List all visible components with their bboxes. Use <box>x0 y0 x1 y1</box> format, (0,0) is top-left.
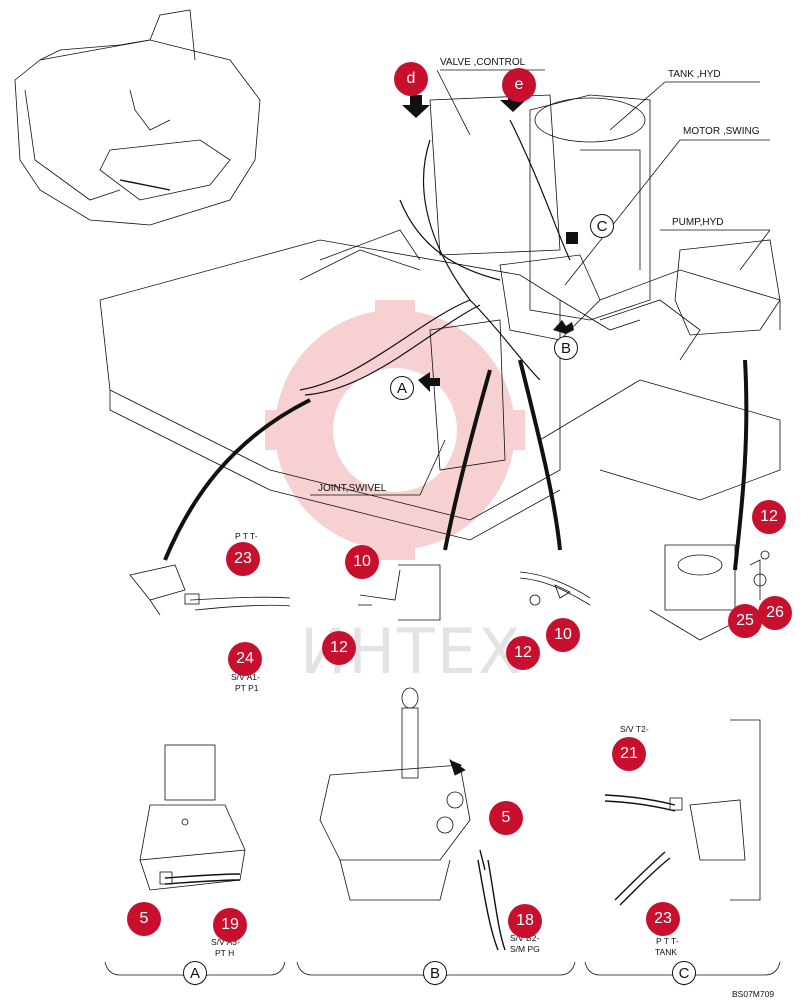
label-tank-hyd: TANK ,HYD <box>668 69 721 80</box>
view-marker-c: C <box>590 214 614 238</box>
label-sva1: S/V A1- <box>231 672 260 682</box>
detail-label-c: C <box>672 961 696 985</box>
view-marker-b: B <box>554 336 578 360</box>
label-pump-hyd: PUMP,HYD <box>672 217 724 228</box>
label-leaders <box>310 69 771 496</box>
detail-braces <box>104 961 781 987</box>
excavator-thumbnail <box>14 9 261 226</box>
label-pth: PT H <box>215 948 235 958</box>
label-valve-control: VALVE ,CONTROL <box>440 57 526 68</box>
label-svt2: S/V T2- <box>620 724 649 734</box>
callout-12-left: 12 <box>322 631 356 665</box>
callout-5-a: 5 <box>127 902 161 936</box>
detail-label-a: A <box>183 961 207 985</box>
insert-middle <box>358 564 591 621</box>
view-marker-a: A <box>390 376 414 400</box>
label-tank: TANK <box>655 947 678 957</box>
callout-18: 18 <box>508 904 542 938</box>
detail-a <box>139 744 246 891</box>
detail-b <box>319 687 506 951</box>
callout-23-upper: 23 <box>226 542 260 576</box>
detail-c <box>604 719 761 906</box>
callout-19: 19 <box>213 908 247 942</box>
callout-12-right: 12 <box>752 500 786 534</box>
callout-21: 21 <box>612 737 646 771</box>
label-sva3: S/V A3- <box>211 937 240 947</box>
label-svb2: S/V B2- <box>510 933 540 943</box>
callout-5-b: 5 <box>489 801 523 835</box>
watermark-gear-logo <box>265 300 525 560</box>
callout-23-lower: 23 <box>646 902 680 936</box>
label-ptt-top: P T T- <box>235 531 258 541</box>
pointer-arrows <box>402 92 590 770</box>
callout-d: d <box>394 62 428 96</box>
callout-e: e <box>502 68 536 102</box>
figure-code: BS07M709 <box>732 989 775 999</box>
detail-label-b: B <box>423 961 447 985</box>
callout-24: 24 <box>228 642 262 676</box>
callout-12-mid: 12 <box>506 636 540 670</box>
upper-frame <box>99 94 781 541</box>
callout-10-right: 10 <box>546 618 580 652</box>
leader-lines <box>163 359 749 571</box>
insert-left <box>129 564 291 616</box>
label-ptp1: PT P1 <box>235 683 259 693</box>
label-motor-swing: MOTOR ,SWING <box>683 126 760 137</box>
label-smpg: S/M PG <box>510 944 540 954</box>
hydraulic-hoses <box>299 119 571 396</box>
callout-26: 26 <box>758 596 792 630</box>
label-ptt-c: P T T- <box>656 936 679 946</box>
label-joint-swivel: JOINT,SWIVEL <box>318 483 387 494</box>
callout-10-left: 10 <box>345 545 379 579</box>
callout-25: 25 <box>728 604 762 638</box>
